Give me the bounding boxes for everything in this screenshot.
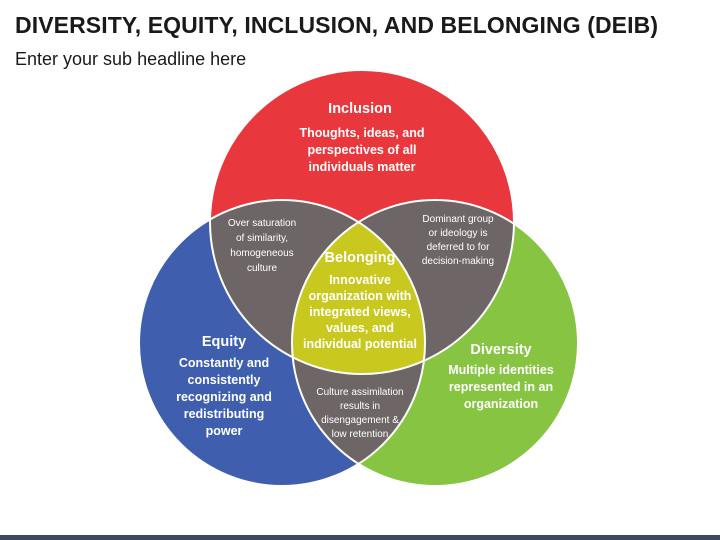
inclusion-equity-line-2: of similarity,: [236, 233, 288, 244]
equity-line-4: redistributing: [184, 407, 265, 421]
equity-line-1: Constantly and: [179, 356, 269, 370]
equity-diversity-line-3: disengagement &: [321, 415, 399, 426]
equity-diversity-line-1: Culture assimilation: [316, 387, 403, 398]
equity-diversity-line-4: low retention: [332, 429, 389, 440]
inclusion-diversity-line-1: Dominant group: [422, 214, 494, 225]
belonging-line-2: organization with: [309, 289, 412, 303]
diversity-title: Diversity: [470, 342, 531, 358]
equity-diversity-line-2: results in: [340, 401, 380, 412]
equity-line-5: power: [206, 424, 243, 438]
belonging-line-3: integrated views,: [309, 305, 410, 319]
diversity-line-2: represented in an: [449, 380, 553, 394]
inclusion-diversity-line-4: decision-making: [422, 256, 494, 267]
bottom-accent-bar: [0, 535, 720, 540]
diversity-line-3: organization: [464, 397, 538, 411]
equity-line-2: consistently: [188, 373, 261, 387]
inclusion-equity-line-4: culture: [247, 263, 277, 274]
inclusion-diversity-line-2: or ideology is: [429, 228, 488, 239]
inclusion-equity-line-3: homogeneous: [230, 248, 293, 259]
belonging-line-1: Innovative: [329, 273, 391, 287]
belonging-line-4: values, and: [326, 321, 394, 335]
diversity-line-1: Multiple identities: [448, 363, 554, 377]
belonging-line-5: individual potential: [303, 337, 417, 351]
equity-title: Equity: [202, 334, 246, 350]
inclusion-title: Inclusion: [328, 101, 392, 117]
belonging-title: Belonging: [325, 250, 396, 266]
page-title: DIVERSITY, EQUITY, INCLUSION, AND BELONG…: [15, 12, 659, 38]
inclusion-equity-line-1: Over saturation: [228, 218, 296, 229]
inclusion-line-1: Thoughts, ideas, and: [299, 126, 424, 140]
inclusion-line-2: perspectives of all: [307, 143, 416, 157]
equity-line-3: recognizing and: [176, 390, 272, 404]
inclusion-diversity-line-3: deferred to for: [427, 242, 490, 253]
page-subtitle: Enter your sub headline here: [15, 49, 247, 69]
belonging-region: [292, 200, 425, 374]
inclusion-line-3: individuals matter: [309, 160, 416, 174]
